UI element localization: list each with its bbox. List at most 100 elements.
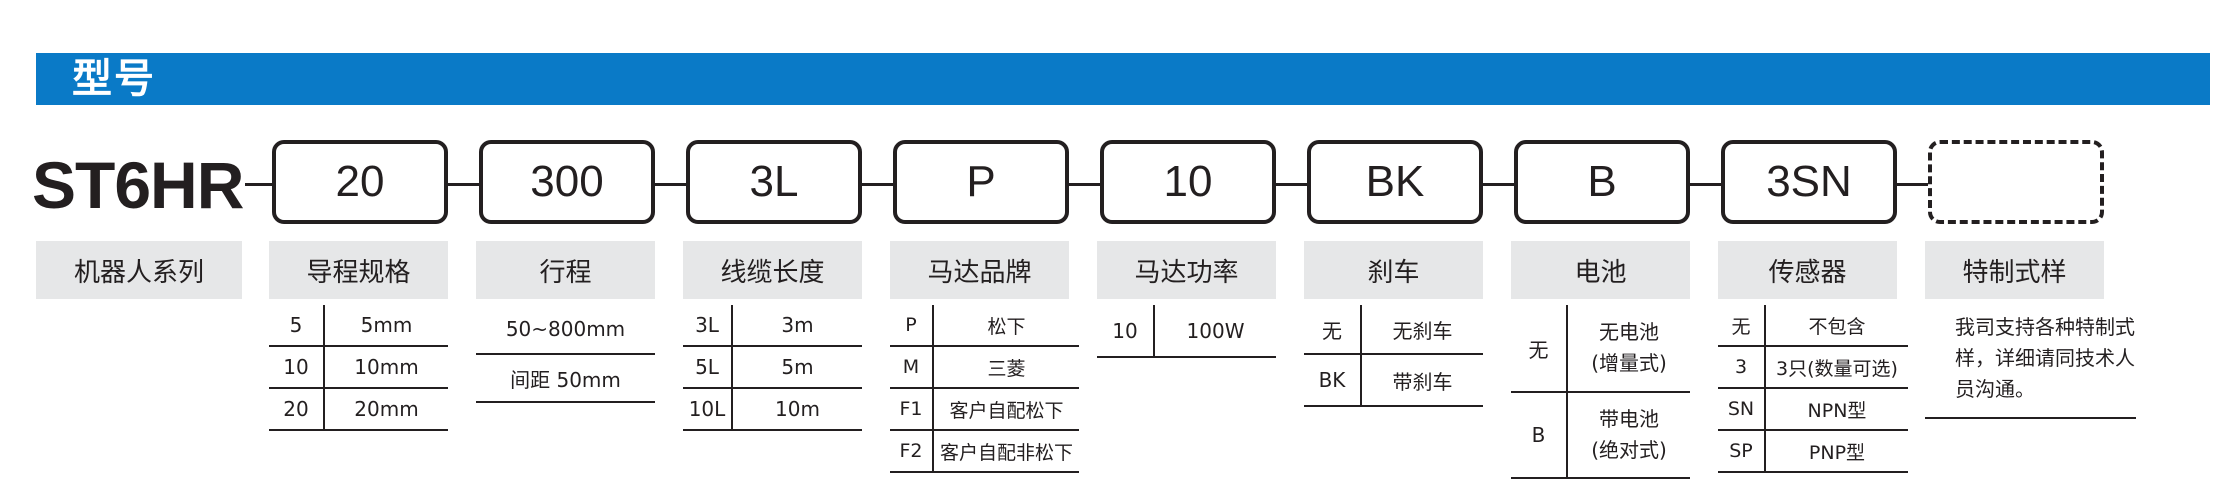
stroke-step: 间距 50mm [510,367,621,392]
lead-value: 10mm [354,355,419,379]
label-robot-series: 机器人系列 [36,241,242,299]
connector-line [862,183,893,186]
cable-length: 3m [781,313,814,337]
connector-line [1690,183,1721,186]
brand-code: P [890,305,934,345]
cable-code: 3L [683,305,733,345]
sensor-desc: 3只(数量可选) [1776,357,1898,380]
label-cable: 线缆长度 [683,241,862,299]
code-box-lead: 20 [272,140,448,224]
lead-code: 20 [269,389,325,429]
power-code: 10 [1097,305,1155,356]
label-stroke: 行程 [476,241,655,299]
table-row: 3 3只(数量可选) [1718,347,1908,389]
code-box-cable: 3L [686,140,862,224]
brand-code: M [890,347,934,387]
lead-code: 10 [269,347,325,387]
table-row: M 三菱 [890,347,1079,389]
table-row: 间距 50mm [476,355,655,403]
table-row: F1 客户自配松下 [890,389,1079,431]
brand-name: 三菱 [987,357,1026,380]
model-name: ST6HR [32,148,244,222]
brake-table: 无 无刹车 BK 带刹车 [1304,305,1483,407]
code-box-motor-power: 10 [1100,140,1276,224]
motor-power-table: 10 100W [1097,305,1276,358]
connector-line [448,183,479,186]
section-banner: 型号 [36,53,2210,105]
label-battery: 电池 [1511,241,1690,299]
connector-line [655,183,686,186]
table-row: 10L 10m [683,389,862,431]
table-row: SP PNP型 [1718,431,1908,473]
cable-code: 5L [683,347,733,387]
table-row: 10 100W [1097,305,1276,358]
label-brake: 刹车 [1304,241,1483,299]
lead-value: 20mm [354,397,419,421]
cable-code: 10L [683,389,733,429]
connector-line [1483,183,1514,186]
table-row: 20 20mm [269,389,448,431]
connector-line [245,183,272,186]
brand-name: 客户自配非松下 [939,441,1073,464]
table-row: P 松下 [890,305,1079,347]
code-box-motor-brand: P [893,140,1069,224]
brake-desc: 无刹车 [1392,318,1453,343]
table-row: BK 带刹车 [1304,355,1483,407]
special-note: 我司支持各种特制式样，详细请同技术人员沟通。 [1955,315,2135,401]
table-row: F2 客户自配非松下 [890,431,1079,473]
sensor-code: SP [1718,431,1766,471]
motor-brand-table: P 松下 M 三菱 F1 客户自配松下 F2 客户自配非松下 [890,305,1079,473]
battery-desc: 带电池 (绝对式) [1591,407,1667,462]
battery-code: 无 [1511,305,1568,391]
table-row: 无 不包含 [1718,305,1908,347]
code-box-special [1928,140,2104,224]
sensor-code: 3 [1718,347,1766,387]
brake-code: 无 [1304,305,1362,353]
cable-table: 3L 3m 5L 5m 10L 10m [683,305,862,431]
table-row: 10 10mm [269,347,448,389]
sensor-table: 无 不包含 3 3只(数量可选) SN NPN型 SP PNP型 [1718,305,1908,473]
label-lead: 导程规格 [269,241,448,299]
code-box-stroke: 300 [479,140,655,224]
label-special: 特制式样 [1925,241,2104,299]
sensor-desc: 不包含 [1808,315,1866,338]
stroke-table: 50~800mm 间距 50mm [476,305,655,403]
brand-code: F1 [890,389,934,429]
connector-line [1069,183,1100,186]
section-title: 型号 [72,56,156,102]
label-motor-power: 马达功率 [1097,241,1276,299]
power-value: 100W [1186,318,1245,343]
table-row: 50~800mm [476,305,655,355]
table-row: 无 无电池 (增量式) [1511,305,1690,393]
table-row: 3L 3m [683,305,862,347]
cable-length: 5m [781,355,814,379]
label-sensor: 传感器 [1718,241,1897,299]
lead-table: 5 5mm 10 10mm 20 20mm [269,305,448,431]
connector-line [1897,183,1928,186]
sensor-desc: NPN型 [1807,399,1867,422]
brand-name: 松下 [987,315,1026,338]
table-row: SN NPN型 [1718,389,1908,431]
sensor-code: 无 [1718,305,1766,345]
table-row: B 带电池 (绝对式) [1511,393,1690,479]
battery-table: 无 无电池 (增量式) B 带电池 (绝对式) [1511,305,1690,479]
brand-code: F2 [890,431,934,471]
stroke-range: 50~800mm [505,317,626,341]
cable-length: 10m [775,397,820,421]
code-box-sensor: 3SN [1721,140,1897,224]
label-motor-brand: 马达品牌 [890,241,1069,299]
battery-code: B [1511,393,1568,477]
lead-code: 5 [269,305,325,345]
lead-value: 5mm [360,313,413,337]
brake-desc: 带刹车 [1392,369,1453,394]
connector-line [1276,183,1307,186]
battery-desc: 无电池 (增量式) [1591,320,1667,375]
code-box-brake: BK [1307,140,1483,224]
brand-name: 客户自配松下 [949,399,1064,422]
sensor-code: SN [1718,389,1766,429]
table-row: 5L 5m [683,347,862,389]
table-row: 5 5mm [269,305,448,347]
table-row: 无 无刹车 [1304,305,1483,355]
sensor-desc: PNP型 [1808,441,1866,464]
brake-code: BK [1304,355,1362,405]
